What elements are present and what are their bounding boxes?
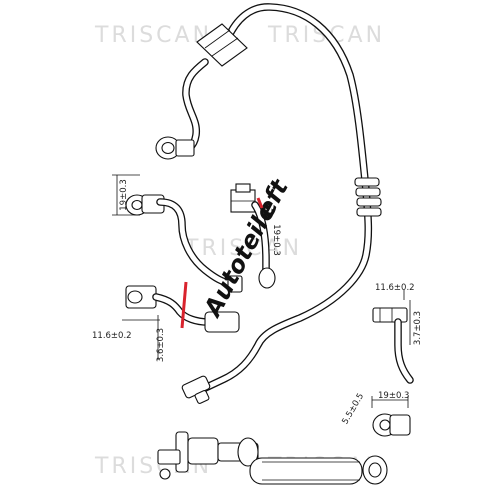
- dimension-label-3: 3.6±0.3: [156, 328, 166, 362]
- dimension-label-8: 19±0.3: [271, 224, 281, 255]
- dimension-label-1: 19±0.3: [119, 179, 129, 210]
- crimp-rings: [354, 177, 382, 217]
- watermark-middle: TRISCAN: [184, 236, 302, 261]
- dimension-label-2: 11.6±0.2: [92, 331, 132, 341]
- left-middle-pipe: [156, 198, 243, 293]
- upper-left-fitting: [155, 136, 195, 160]
- top-connector: [196, 23, 248, 67]
- left-fitting-19: [112, 174, 165, 216]
- middle-connector: [230, 183, 276, 289]
- dimension-label-6: 19±0.3: [378, 391, 409, 401]
- bottom-assembly: [157, 431, 388, 485]
- logo-accent: [180, 197, 264, 329]
- lower-left-fitting: [122, 285, 240, 360]
- watermark-top-left: TRISCAN: [94, 23, 212, 48]
- main-pipe-end-fitting: [181, 375, 211, 404]
- right-small-pipe: [372, 290, 414, 384]
- dimension-label-5: 3.7±0.3: [413, 311, 423, 345]
- dimension-label-4: 11.6±0.2: [375, 283, 415, 293]
- dimension-label-7: 5.5±0.5: [340, 392, 366, 427]
- logo-red-bar: [180, 281, 188, 329]
- upper-left-pipe: [171, 58, 209, 156]
- right-bottom-fitting: [371, 396, 411, 437]
- logo-red-mark: [256, 197, 264, 209]
